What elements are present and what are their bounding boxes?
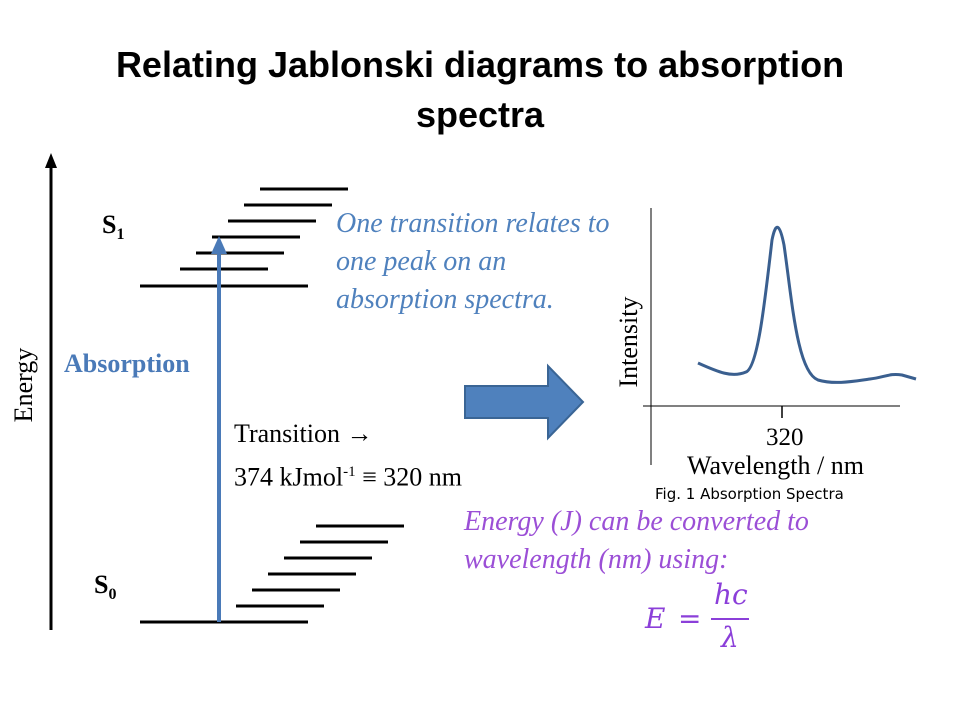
transition-text: Transition → 374 kJmol-1 ≡ 320 nm [234,415,462,497]
spectrum-line [697,226,917,384]
absorption-arrowhead [211,236,227,254]
energy-axis-arrowhead [45,153,57,168]
energy-conversion-note: Energy (J) can be converted to wavelengt… [464,506,809,575]
transition-line-2: 374 kJmol-1 ≡ 320 nm [234,453,462,497]
s0-subscript: 0 [108,586,117,604]
formula-numerator: hc [714,578,748,611]
s0-label: S0 [94,570,116,604]
transition-line-1: Transition → [234,419,373,448]
s1-subscript: 1 [116,226,125,244]
spectrum-y-axis-label: Intensity [614,296,643,388]
transition-note: One transition relates to one peak on an… [336,208,610,315]
spectrum-x-tick-label: 320 [766,424,804,451]
title-line-1: Relating Jablonski diagrams to absorptio… [115,44,845,85]
energy-axis-label: Energy [9,347,38,423]
spectrum-caption: Fig. 1 Absorption Spectra [655,485,844,503]
transition-value-suffix: ≡ 320 nm [355,462,462,492]
s0-letter: S [94,570,109,599]
page-title: Relating Jablonski diagrams to absorptio… [60,40,900,140]
absorption-label: Absorption [64,349,190,378]
transition-value-prefix: 374 kJmol [234,462,344,492]
block-arrow [464,363,585,441]
s0-levels [140,524,404,624]
s1-letter: S [102,210,117,239]
s1-label: S1 [102,210,124,244]
formula-lhs: E [645,602,666,635]
formula-equals: = [678,602,702,635]
title-line-2: spectra [415,94,545,135]
formula-denominator: λ [721,621,739,654]
transition-value-sup: -1 [343,464,356,480]
s1-levels [140,187,348,288]
spectrum-x-axis-label: Wavelength / nm [687,451,864,480]
